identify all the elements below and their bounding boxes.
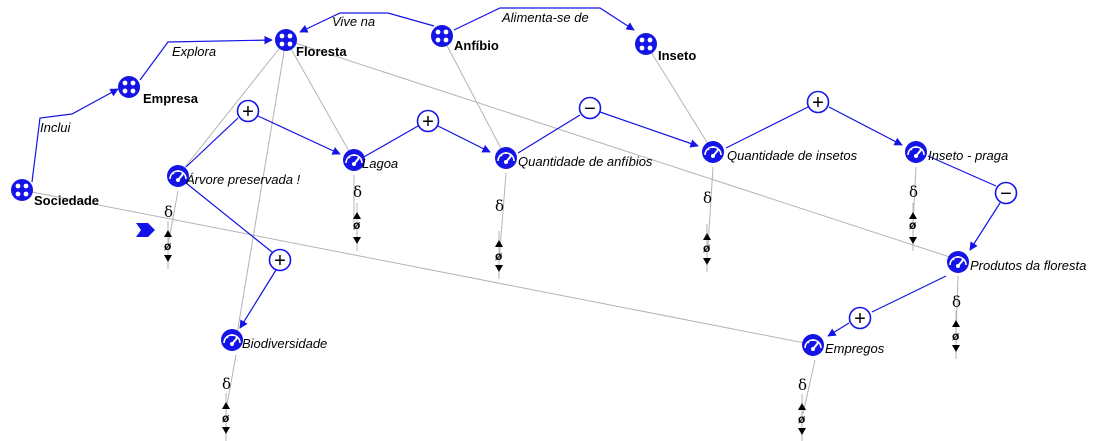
entity-label: Sociedade [34,193,99,208]
entity-floresta[interactable]: Floresta [275,29,347,59]
quantity-icon [494,146,518,170]
zero-symbol: ø [164,239,172,253]
quantity-biodiversidade[interactable]: Biodiversidade [220,328,327,352]
derivative-symbol: δ [353,183,362,201]
zero-symbol: ø [353,218,361,232]
influence-arvore-lagoa[interactable]: + [236,99,260,124]
derivative-symbol: δ [164,203,173,221]
zero-symbol: ø [909,218,917,232]
influence-sign: + [812,92,824,114]
quantity-label: Empregos [825,341,885,356]
quantity-label: Árvore preservada ! [185,172,301,187]
quantity-label: Lagoa [362,156,398,171]
relation-alimenta-line [453,7,635,31]
influence-sign: − [584,98,596,120]
relation-alimenta-label: Alimenta-se de [501,10,589,25]
zero-symbol: ø [952,329,960,343]
entity-icon [118,76,140,98]
relation-explora-label: Explora [172,44,216,59]
relation-inclui-line [31,88,119,183]
entity-anfibio[interactable]: Anfíbio [431,25,499,53]
entity-sociedade[interactable]: Sociedade [11,179,99,208]
influence-lines [185,106,1001,337]
quantity-label: Inseto - praga [928,148,1008,163]
entity-empresa[interactable]: Empresa [118,76,199,106]
derivative-symbol: δ [952,293,961,311]
quantity-quantidade-de-insetos[interactable]: Quantidade de insetos [701,140,858,164]
derivative-symbol: δ [703,189,712,207]
zero-symbol: ø [495,249,503,263]
entity-icon [635,33,657,55]
entity-icon [275,29,297,51]
influence-sign: + [242,101,254,123]
derivative-symbol: δ [495,197,504,215]
qspace-anfibios: δ ø [494,197,504,280]
influence-sign: − [1000,183,1012,205]
influence-anfibios-insetos[interactable]: − [578,96,602,121]
quantity-quantidade-de-anfibios[interactable]: Quantidade de anfíbios [494,146,653,170]
entity-label: Floresta [296,44,347,59]
influence-praga-produtos[interactable]: − [994,181,1018,206]
configuration-lines [21,35,966,415]
influence-sign: + [854,308,866,330]
influence-arvore-biodiversidade[interactable]: + [268,248,292,273]
qspace-produtos: δ ø [951,293,961,360]
pointer-arrow-icon [136,223,155,237]
influence-sign: + [274,250,286,272]
influence-insetos-praga[interactable]: + [806,90,830,115]
quantity-icon [904,140,928,164]
entity-icon [11,179,33,201]
relation-explora-line [139,35,273,81]
zero-symbol: ø [798,412,806,426]
zero-symbol: ø [703,241,711,255]
quantity-arvore-preservada[interactable]: Árvore preservada ! [166,164,301,188]
quantity-icon [220,328,244,352]
relation-vive-na-label: Vive na [332,14,375,29]
qspace-arvore: δ ø [163,203,173,270]
quantity-inseto-praga[interactable]: Inseto - praga [904,140,1008,164]
derivative-symbol: δ [798,376,807,394]
relation-labels: Inclui Explora Vive na Alimenta-se de [40,10,589,135]
quantity-icon [801,333,825,357]
derivative-symbol: δ [222,375,231,393]
entity-icon [431,25,453,47]
quantity-label: Quantidade de insetos [727,148,858,163]
quantity-label: Produtos da floresta [970,258,1086,273]
quantity-lagoa[interactable]: Lagoa [342,148,398,172]
qspace-lagoa: δ ø [352,183,362,252]
influence-sign: + [422,111,434,133]
qspace-biodiversidade: δ ø [221,375,231,441]
relation-lines [31,7,635,183]
quantity-label: Biodiversidade [242,336,327,351]
relation-vive-na-line [299,12,435,33]
quantity-produtos-da-floresta[interactable]: Produtos da floresta [946,250,1086,274]
qspace-insetos: δ ø [702,189,712,273]
entity-inseto[interactable]: Inseto [635,33,696,63]
qspace-praga: δ ø [908,183,918,252]
quantity-label: Quantidade de anfíbios [518,154,653,169]
quantity-icon [946,250,970,274]
influence-produtos-empregos[interactable]: + [848,306,872,331]
quantity-icon [701,140,725,164]
entity-label: Inseto [658,48,696,63]
derivative-symbol: δ [909,183,918,201]
entity-label: Anfíbio [454,38,499,53]
influence-lagoa-anfibios[interactable]: + [416,109,440,134]
quantity-empregos[interactable]: Empregos [801,333,885,357]
zero-symbol: ø [222,411,230,425]
qspace-empregos: δ ø [797,376,807,441]
relation-inclui-label: Inclui [40,120,71,135]
entity-label: Empresa [143,91,199,106]
